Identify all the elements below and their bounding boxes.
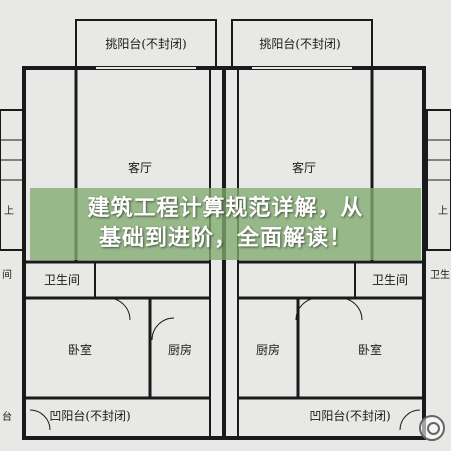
balcony-recess-right-label: 凹阳台(不封闭) [309,408,390,423]
door-swing [295,297,319,321]
stair-up-right-label: 上 [438,205,448,217]
banner-line-2: 基础到进阶，全面解读！ [98,226,352,251]
living-right-label: 客厅 [292,160,316,175]
balcony-open-left-label: 挑阳台(不封闭) [105,36,186,51]
door-swing [29,409,51,431]
title-banner: 建筑工程计算规范详解，从 基础到进阶，全面解读！ [30,188,421,260]
balcony-open-right-label: 挑阳台(不封闭) [259,36,340,51]
door-swing [399,409,421,431]
door-swing [339,297,363,321]
bath-edge-left-label: 间 [2,268,12,281]
bath-left-label: 卫生间 [44,273,80,287]
bedroom-right-label: 卧室 [358,342,382,357]
bedroom-left-label: 卧室 [68,342,92,357]
door-swing [107,297,131,321]
kitchen-left-label: 厨房 [168,342,192,357]
stair-up-left-label: 上 [4,205,14,217]
balcony-recess-left-label: 凹阳台(不封闭) [49,408,130,423]
door-swing [151,317,175,341]
living-left-label: 客厅 [128,160,152,175]
bath-right-label: 卫生间 [372,273,408,287]
bath-edge-right-label: 卫生 [430,268,450,281]
watermark-logo-icon [419,415,445,441]
kitchen-right-label: 厨房 [256,342,280,357]
banner-line-1: 建筑工程计算规范详解，从 [87,196,364,221]
bath-lower-edge-left-label: 台 [2,410,12,423]
